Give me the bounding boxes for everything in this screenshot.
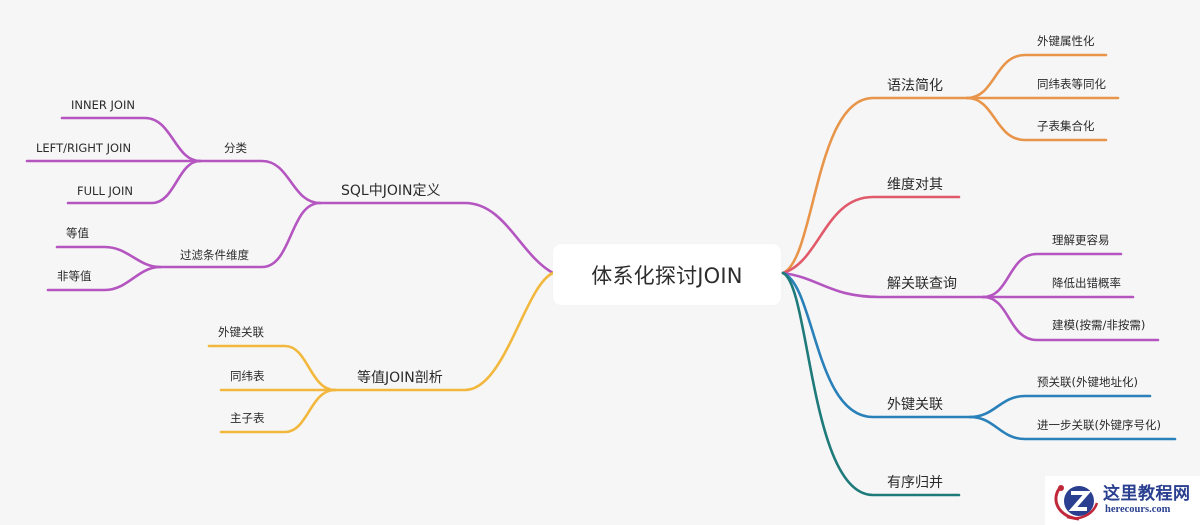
node-label: 过滤条件维度 bbox=[180, 248, 249, 262]
node-modeling[interactable]: 建模(按需/非按需) bbox=[1052, 318, 1146, 332]
node-easier-understanding[interactable]: 理解更容易 bbox=[1052, 233, 1110, 247]
branch-foreign-key-lines bbox=[781, 271, 1177, 441]
node-fk-attributization[interactable]: 外键属性化 bbox=[1037, 34, 1095, 48]
node-label: LEFT/RIGHT JOIN bbox=[36, 141, 132, 155]
watermark-logo: 这里教程网 herecours.com bbox=[1045, 476, 1200, 525]
node-label: 等值 bbox=[66, 226, 89, 240]
node-label: 子表集合化 bbox=[1037, 119, 1095, 133]
node-fk-association-right[interactable]: 外键关联 bbox=[887, 398, 943, 412]
node-label: 建模(按需/非按需) bbox=[1052, 318, 1146, 332]
node-label: 外键属性化 bbox=[1037, 34, 1095, 48]
root-node[interactable]: 体系化探讨JOIN bbox=[553, 244, 781, 305]
root-node-label: 体系化探讨JOIN bbox=[591, 263, 743, 288]
node-same-dimension-equalization[interactable]: 同纬表等同化 bbox=[1037, 77, 1106, 91]
node-label: 降低出错概率 bbox=[1052, 276, 1121, 290]
node-sql-join-definition[interactable]: SQL中JOIN定义 bbox=[341, 184, 440, 198]
node-label: 分类 bbox=[224, 141, 247, 155]
node-label: 解关联查询 bbox=[887, 276, 957, 292]
node-label: 理解更容易 bbox=[1052, 233, 1110, 247]
node-lower-error-rate[interactable]: 降低出错概率 bbox=[1052, 276, 1121, 290]
node-label: INNER JOIN bbox=[71, 98, 135, 112]
branch-sql-join-definition-lines bbox=[25, 116, 555, 292]
branch-dimension-alignment-lines bbox=[781, 195, 961, 275]
node-fk-association-left[interactable]: 外键关联 bbox=[218, 325, 264, 339]
watermark-subtitle: herecours.com bbox=[1105, 503, 1171, 515]
node-filter-condition-dimension[interactable]: 过滤条件维度 bbox=[180, 248, 249, 262]
node-same-dimension-table[interactable]: 同纬表 bbox=[230, 369, 265, 383]
node-dimension-alignment[interactable]: 维度对其 bbox=[887, 178, 943, 192]
node-equi-join-analysis[interactable]: 等值JOIN剖析 bbox=[357, 371, 443, 385]
node-label: 非等值 bbox=[57, 269, 92, 283]
node-label: 同纬表 bbox=[230, 369, 265, 383]
node-inner-join[interactable]: INNER JOIN bbox=[71, 98, 135, 112]
node-full-join[interactable]: FULL JOIN bbox=[77, 184, 133, 198]
node-label: FULL JOIN bbox=[77, 184, 133, 198]
node-equal-value[interactable]: 等值 bbox=[66, 226, 89, 240]
node-pre-association[interactable]: 预关联(外键地址化) bbox=[1037, 375, 1138, 389]
node-label: 主子表 bbox=[230, 411, 265, 425]
branch-syntax-simplification-lines bbox=[781, 53, 1120, 275]
node-master-sub-table[interactable]: 主子表 bbox=[230, 411, 265, 425]
node-further-association[interactable]: 进一步关联(外键序号化) bbox=[1037, 418, 1161, 432]
node-label: 外键关联 bbox=[887, 397, 943, 413]
node-classification[interactable]: 分类 bbox=[224, 141, 247, 155]
node-label: 有序归并 bbox=[887, 475, 943, 491]
node-non-equal-value[interactable]: 非等值 bbox=[57, 269, 92, 283]
branch-equi-join-analysis-lines bbox=[207, 271, 555, 434]
node-decorrelate-query[interactable]: 解关联查询 bbox=[887, 277, 957, 291]
node-label: 维度对其 bbox=[887, 177, 943, 193]
node-label: SQL中JOIN定义 bbox=[341, 183, 441, 199]
branch-ordered-merge-lines bbox=[781, 271, 961, 497]
node-label: 进一步关联(外键序号化) bbox=[1037, 418, 1161, 432]
z-globe-logo-icon bbox=[1053, 481, 1099, 521]
node-label: 外键关联 bbox=[218, 325, 264, 339]
node-ordered-merge[interactable]: 有序归并 bbox=[887, 476, 943, 490]
node-left-right-join[interactable]: LEFT/RIGHT JOIN bbox=[36, 141, 132, 155]
node-label: 语法简化 bbox=[887, 78, 943, 94]
node-label: 同纬表等同化 bbox=[1037, 77, 1106, 91]
node-label: 预关联(外键地址化) bbox=[1037, 375, 1138, 389]
node-syntax-simplification[interactable]: 语法简化 bbox=[887, 79, 943, 93]
watermark-title: 这里教程网 bbox=[1103, 483, 1191, 504]
node-subtable-collection[interactable]: 子表集合化 bbox=[1037, 119, 1095, 133]
branch-decorrelate-query-lines bbox=[781, 252, 1160, 342]
node-label: 等值JOIN剖析 bbox=[357, 370, 443, 386]
